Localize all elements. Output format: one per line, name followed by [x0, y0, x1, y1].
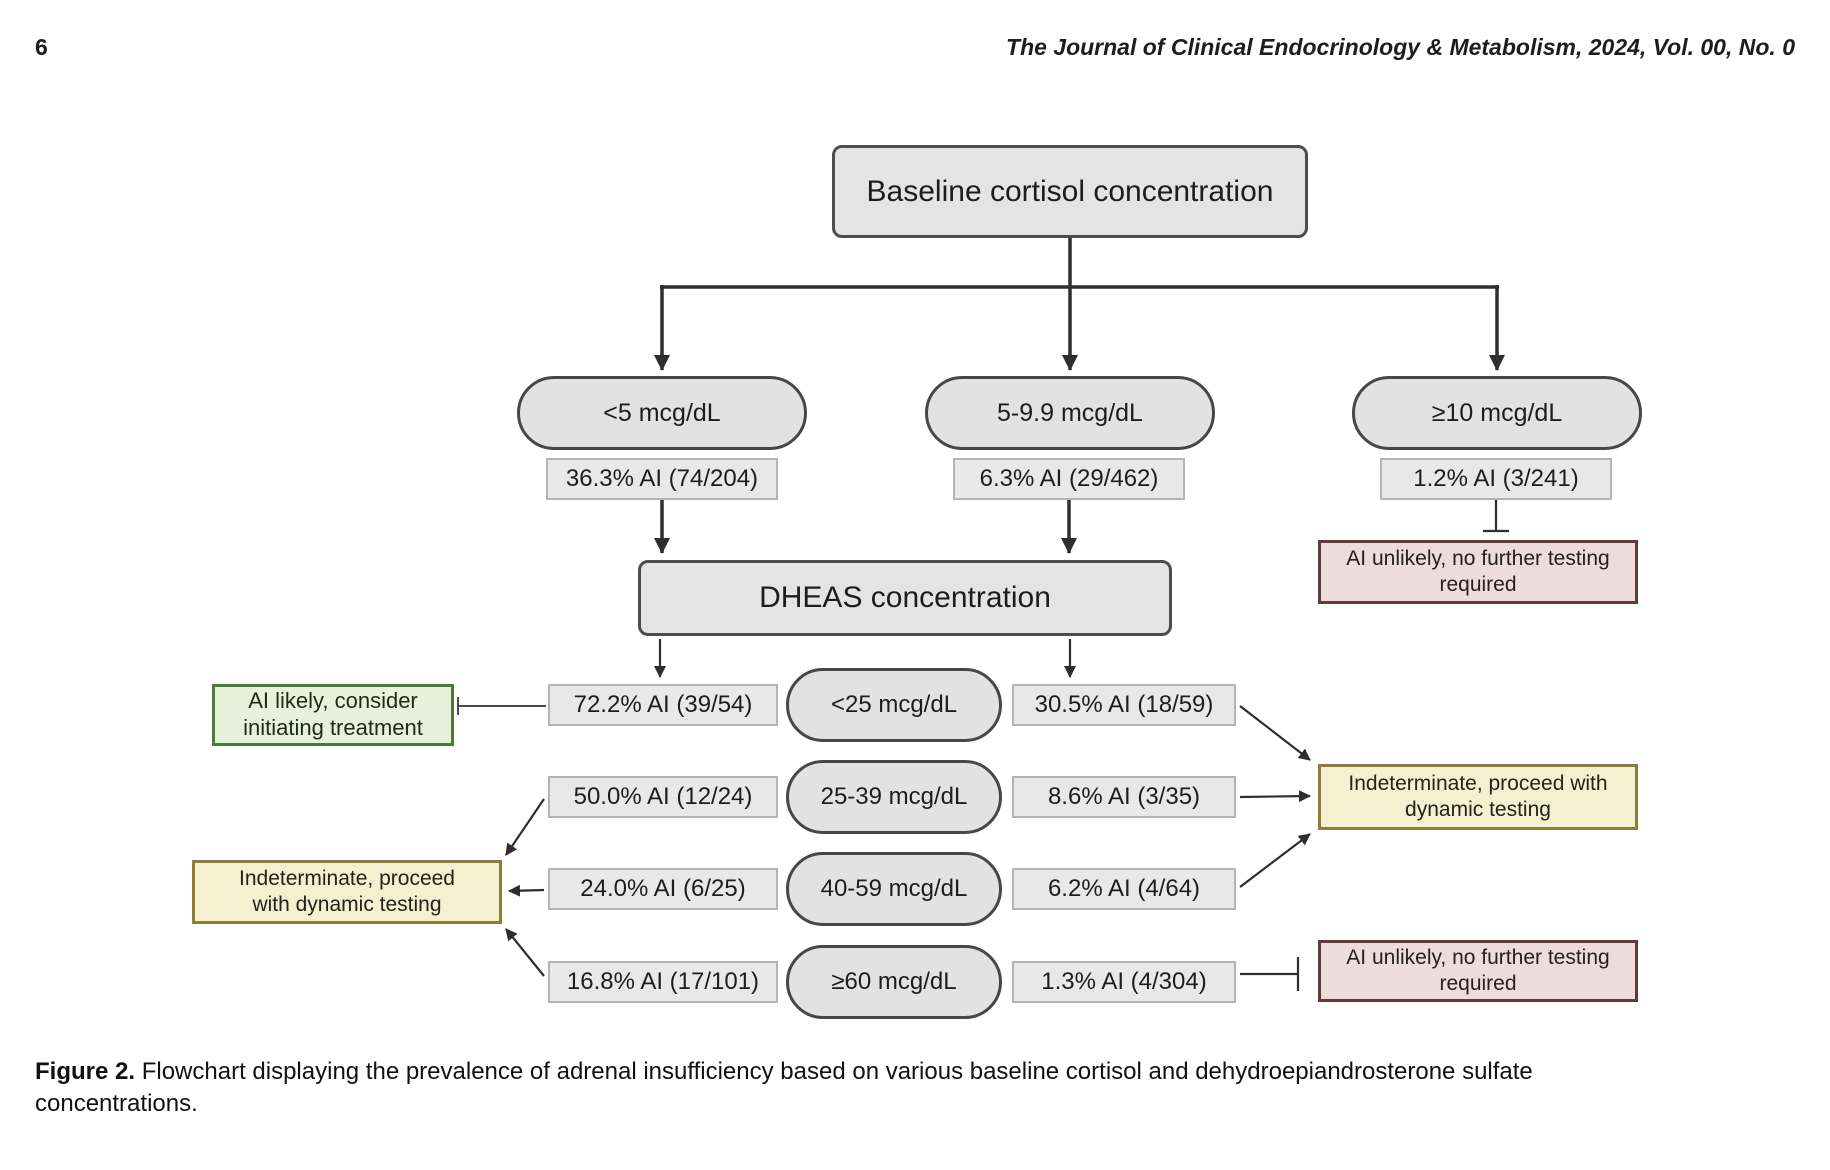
dheas-range-lt25-node: <25 mcg/dL	[786, 668, 1002, 742]
outcome-indeterminate-right: Indeterminate, proceed with dynamic test…	[1318, 764, 1638, 830]
dheas-output-connectors	[654, 639, 1076, 678]
outcome-line: AI likely, consider	[248, 688, 418, 714]
outcome-line: dynamic testing	[1405, 798, 1551, 821]
cortisol-range-ge10-node: ≥10 mcg/dL	[1352, 376, 1642, 450]
figure-caption: Figure 2. Flowchart displaying the preva…	[35, 1056, 1797, 1119]
dheas-right-stat-40-59: 6.2% AI (4/64)	[1012, 868, 1236, 910]
ai-unlikely-bottom-connector	[1240, 957, 1300, 991]
dheas-left-stat-lt25: 72.2% AI (39/54)	[548, 684, 778, 726]
dheas-concentration-node: DHEAS concentration	[638, 560, 1172, 636]
outcome-line: Indeterminate, proceed	[239, 867, 455, 891]
dheas-left-stat-40-59: 24.0% AI (6/25)	[548, 868, 778, 910]
dheas-left-stat-ge60: 16.8% AI (17/101)	[548, 961, 778, 1003]
baseline-cortisol-node: Baseline cortisol concentration	[832, 145, 1308, 238]
outcome-line: Indeterminate, proceed with	[1348, 772, 1608, 796]
indeterminate-left-arrows	[505, 798, 545, 977]
caption-text: Flowchart displaying the prevalence of a…	[141, 1058, 1533, 1085]
outcome-line: required	[1439, 573, 1517, 596]
cortisol-tree-connectors	[654, 238, 1505, 371]
dheas-range-25-39-node: 25-39 mcg/dL	[786, 760, 1002, 834]
dheas-range-ge60-node: ≥60 mcg/dL	[786, 945, 1002, 1019]
dheas-left-stat-25-39: 50.0% AI (12/24)	[548, 776, 778, 818]
caption-line-1: Figure 2. Flowchart displaying the preva…	[35, 1056, 1797, 1088]
journal-running-header: The Journal of Clinical Endocrinology & …	[1006, 34, 1795, 60]
outcome-line: AI unlikely, no further testing	[1346, 547, 1610, 571]
outcome-line: required	[1439, 972, 1517, 995]
cortisol-stat-ge10: 1.2% AI (3/241)	[1380, 458, 1612, 500]
caption-label: Figure 2.	[35, 1058, 136, 1085]
dheas-right-stat-lt25: 30.5% AI (18/59)	[1012, 684, 1236, 726]
outcome-line: with dynamic testing	[252, 893, 442, 916]
page-number: 6	[35, 34, 48, 60]
dheas-right-stat-ge60: 1.3% AI (4/304)	[1012, 961, 1236, 1003]
outcome-ai-unlikely-bottom: AI unlikely, no further testing required	[1318, 940, 1638, 1002]
dheas-input-connectors	[654, 500, 1077, 554]
cortisol-range-5-9-node: 5-9.9 mcg/dL	[925, 376, 1215, 450]
cortisol-stat-lt5: 36.3% AI (74/204)	[546, 458, 778, 500]
ai-unlikely-top-connector	[1483, 500, 1509, 533]
dheas-right-stat-25-39: 8.6% AI (3/35)	[1012, 776, 1236, 818]
outcome-ai-likely: AI likely, consider initiating treatment	[212, 684, 454, 746]
dheas-range-40-59-node: 40-59 mcg/dL	[786, 852, 1002, 926]
indeterminate-right-arrows	[1239, 705, 1311, 888]
outcome-ai-unlikely-top: AI unlikely, no further testing required	[1318, 540, 1638, 604]
cortisol-stat-5-9: 6.3% AI (29/462)	[953, 458, 1185, 500]
outcome-indeterminate-left: Indeterminate, proceed with dynamic test…	[192, 860, 502, 924]
cortisol-range-lt5-node: <5 mcg/dL	[517, 376, 807, 450]
outcome-line: initiating treatment	[243, 715, 423, 740]
outcome-line: AI unlikely, no further testing	[1346, 946, 1610, 970]
ai-likely-connector	[457, 697, 546, 715]
caption-line-2: concentrations.	[35, 1089, 198, 1117]
